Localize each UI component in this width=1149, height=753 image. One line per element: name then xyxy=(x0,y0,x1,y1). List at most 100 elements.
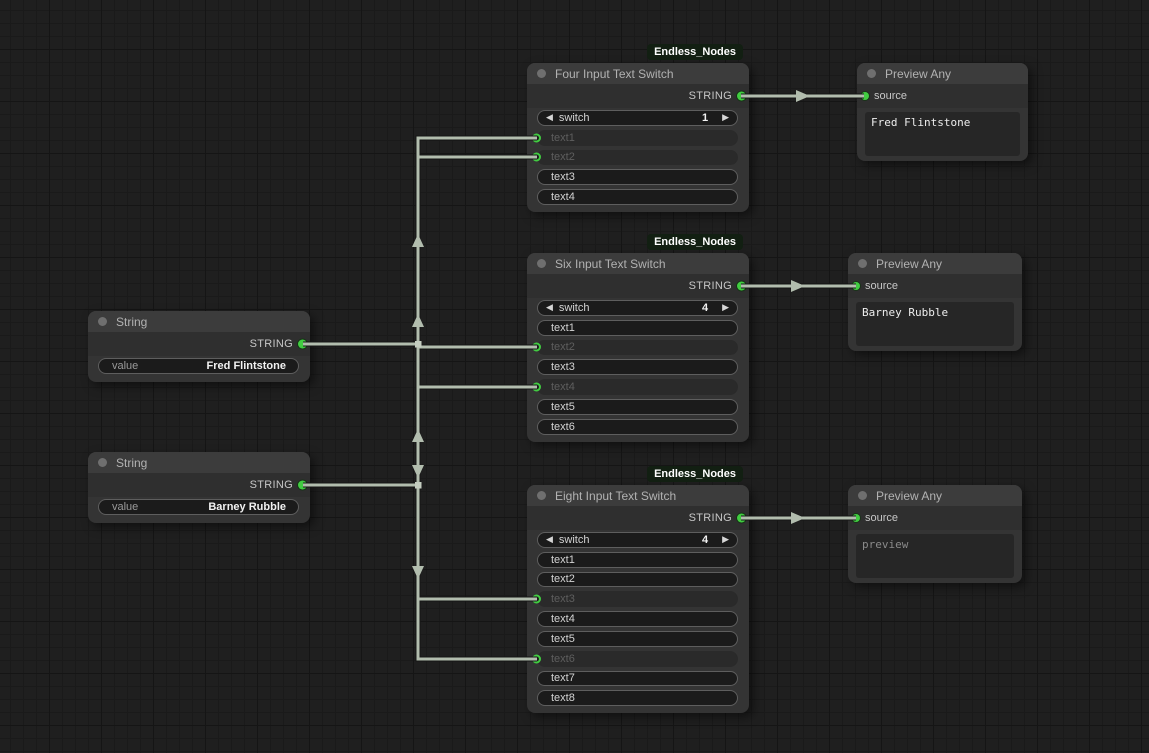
increment-arrow-icon[interactable]: ▶ xyxy=(722,534,729,545)
node-four-input-text-switch[interactable]: Endless_Nodes Four Input Text Switch STR… xyxy=(527,44,749,212)
collapse-dot[interactable] xyxy=(867,69,876,78)
increment-arrow-icon[interactable]: ▶ xyxy=(722,302,729,313)
widget-value: 1 xyxy=(701,111,709,124)
text-widget[interactable]: text5 xyxy=(537,398,738,415)
text-widget[interactable]: text2 xyxy=(537,571,738,588)
output-slot-row: STRING xyxy=(527,506,749,530)
wire-barney-to-eight-text6 xyxy=(303,483,537,661)
node-title: Four Input Text Switch xyxy=(555,66,674,81)
wire-arrow-down-icon xyxy=(412,566,424,579)
collapse-dot[interactable] xyxy=(537,491,546,500)
widget-label: text5 xyxy=(551,632,575,645)
text-widget[interactable]: text1 xyxy=(537,319,738,336)
widget-label: switch xyxy=(558,533,590,546)
widget-row: value Barney Rubble xyxy=(88,497,310,517)
switch-widget[interactable]: ◀ switch 4 ▶ xyxy=(537,300,738,316)
widget-label: text2 xyxy=(551,573,575,586)
node-eight-input-text-switch[interactable]: Endless_Nodes Eight Input Text Switch ST… xyxy=(527,466,749,713)
node-six-input-text-switch[interactable]: Endless_Nodes Six Input Text Switch STRI… xyxy=(527,234,749,442)
output-slot-row: STRING xyxy=(527,274,749,298)
wire-barney-to-six-text4 xyxy=(303,384,537,488)
decrement-arrow-icon[interactable]: ◀ xyxy=(546,302,553,313)
switch-widget[interactable]: ◀ switch 4 ▶ xyxy=(537,532,738,548)
wire-barney-to-six-text4 xyxy=(303,385,537,487)
widget-label: text4 xyxy=(551,191,575,204)
collapse-dot[interactable] xyxy=(537,259,546,268)
widget-row: text8 xyxy=(527,688,749,708)
node-title: String xyxy=(116,455,148,470)
output-socket[interactable] xyxy=(298,480,307,490)
node-title-bar: Four Input Text Switch xyxy=(527,63,749,84)
widget-row: ◀ switch 4 ▶ xyxy=(527,298,749,318)
preview-textarea[interactable]: Barney Rubble xyxy=(856,302,1014,346)
output-socket[interactable] xyxy=(737,281,746,291)
node-string-2[interactable]: String STRING value Barney Rubble xyxy=(88,452,310,523)
input-label: text2 xyxy=(551,341,575,354)
text-widget[interactable]: text4 xyxy=(537,189,738,205)
wire-arrow-right-icon xyxy=(791,512,805,524)
input-label: source xyxy=(865,280,899,292)
text-widget[interactable]: text1 xyxy=(537,551,738,568)
input-pill: text3 xyxy=(537,591,738,608)
text-widget[interactable]: text8 xyxy=(537,690,738,707)
value-widget[interactable]: value Barney Rubble xyxy=(98,499,299,515)
collapse-dot[interactable] xyxy=(98,317,107,326)
input-socket[interactable] xyxy=(532,152,541,162)
input-socket[interactable] xyxy=(861,92,869,100)
node-title-bar: Preview Any xyxy=(857,63,1028,84)
text-widget[interactable]: text7 xyxy=(537,670,738,687)
input-socket[interactable] xyxy=(532,342,541,352)
widget-row: text5 xyxy=(527,397,749,417)
widget-row: value Fred Flintstone xyxy=(88,356,310,376)
node-string-1[interactable]: String STRING value Fred Flintstone xyxy=(88,311,310,382)
text-widget[interactable]: text6 xyxy=(537,418,738,435)
wire-fred-to-eight-text3 xyxy=(303,341,537,602)
input-socket[interactable] xyxy=(852,514,860,522)
preview-textarea[interactable]: Fred Flintstone xyxy=(865,112,1020,156)
wire-junction xyxy=(415,341,422,348)
text-widget[interactable]: text3 xyxy=(537,359,738,376)
output-slot-row: STRING xyxy=(88,332,310,356)
widget-label: text7 xyxy=(551,672,575,685)
decrement-arrow-icon[interactable]: ◀ xyxy=(546,112,553,123)
widget-label: text3 xyxy=(551,171,575,184)
input-socket[interactable] xyxy=(532,133,541,143)
widget-label: text5 xyxy=(551,400,575,413)
widget-label: text4 xyxy=(551,613,575,626)
node-title-bar: Preview Any xyxy=(848,485,1022,506)
collapse-dot[interactable] xyxy=(858,259,867,268)
input-socket[interactable] xyxy=(532,382,541,392)
text-widget[interactable]: text5 xyxy=(537,630,738,647)
node-title: Six Input Text Switch xyxy=(555,256,666,271)
node-title: Preview Any xyxy=(885,66,952,81)
increment-arrow-icon[interactable]: ▶ xyxy=(722,112,729,123)
input-socket[interactable] xyxy=(532,594,541,604)
output-socket[interactable] xyxy=(298,339,307,349)
text-widget[interactable]: text3 xyxy=(537,169,738,186)
output-label: STRING xyxy=(249,479,293,491)
node-preview-any-1[interactable]: Preview Any source Fred Flintstone xyxy=(857,63,1028,161)
node-title-bar: String xyxy=(88,452,310,473)
wire-barney-to-eight-text6 xyxy=(303,482,537,662)
collapse-dot[interactable] xyxy=(98,458,107,467)
widget-row: text4 xyxy=(527,187,749,207)
text-widget[interactable]: text4 xyxy=(537,611,738,627)
input-socket[interactable] xyxy=(532,654,541,664)
output-socket[interactable] xyxy=(737,513,746,523)
input-row: text2 xyxy=(527,338,749,358)
node-preview-any-3[interactable]: Preview Any source preview xyxy=(848,485,1022,583)
widget-label: text6 xyxy=(551,420,575,433)
wire-fred-to-four-text1 xyxy=(303,136,537,346)
output-socket[interactable] xyxy=(737,91,746,101)
input-row: text2 xyxy=(527,148,749,168)
switch-widget[interactable]: ◀ switch 1 ▶ xyxy=(537,110,738,126)
node-group-badge: Endless_Nodes xyxy=(647,466,743,482)
input-row: text6 xyxy=(527,649,749,669)
decrement-arrow-icon[interactable]: ◀ xyxy=(546,534,553,545)
node-preview-any-2[interactable]: Preview Any source Barney Rubble xyxy=(848,253,1022,351)
collapse-dot[interactable] xyxy=(858,491,867,500)
collapse-dot[interactable] xyxy=(537,69,546,78)
preview-textarea[interactable]: preview xyxy=(856,534,1014,578)
value-widget[interactable]: value Fred Flintstone xyxy=(98,358,299,374)
input-socket[interactable] xyxy=(852,282,860,290)
